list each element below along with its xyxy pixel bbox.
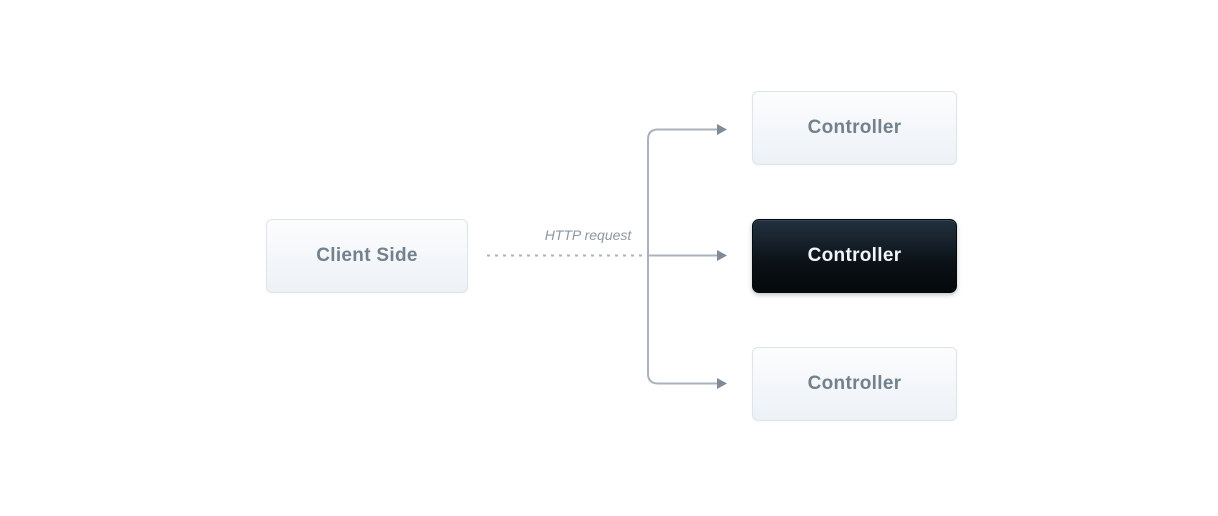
client-side-label: Client Side bbox=[316, 245, 418, 266]
client-side-box: Client Side bbox=[266, 219, 468, 293]
arrowhead-top bbox=[717, 124, 727, 135]
controller-box-bottom: Controller bbox=[752, 347, 957, 421]
controller-bottom-label: Controller bbox=[807, 373, 902, 394]
arrowhead-middle bbox=[717, 250, 727, 261]
branch-connector-path bbox=[647, 128, 718, 385]
controller-box-top: Controller bbox=[752, 91, 957, 165]
edge-label-http-request: HTTP request bbox=[544, 227, 632, 243]
arrowhead-bottom bbox=[717, 378, 727, 389]
controller-top-label: Controller bbox=[807, 117, 902, 138]
controller-middle-label: Controller bbox=[807, 245, 902, 266]
controller-box-middle: Controller bbox=[752, 219, 957, 293]
